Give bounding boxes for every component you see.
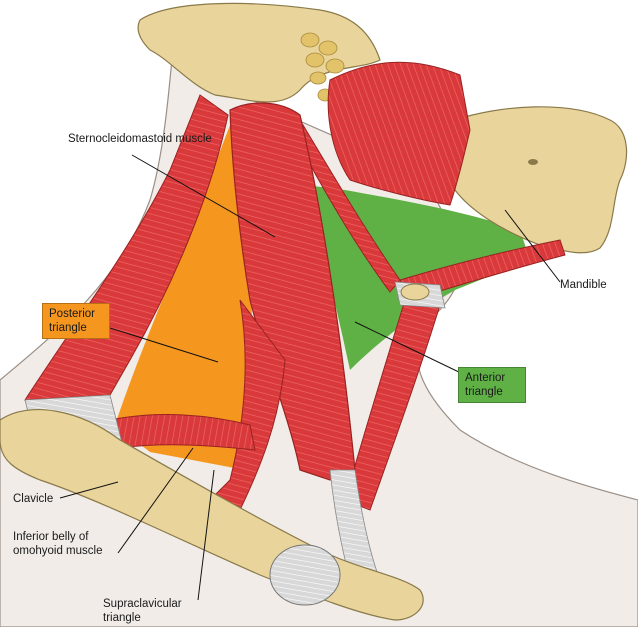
label-supraclavicular: Supraclavicular triangle xyxy=(103,598,182,624)
label-mandible: Mandible xyxy=(560,279,607,291)
stylohyoid-muscle xyxy=(291,119,401,293)
label-anterior-triangle: Anterior triangle xyxy=(458,367,526,403)
leader-clavicle xyxy=(59,481,119,499)
omohyoid-muscle xyxy=(109,414,256,451)
leader-scm xyxy=(131,154,276,238)
leader-omohyoid xyxy=(117,447,194,554)
leader-posterior xyxy=(106,326,219,363)
leader-mandible xyxy=(504,209,561,283)
label-sternocleidomastoid: Sternocleidomastoid muscle xyxy=(68,133,212,145)
leader-supraclavicular xyxy=(197,469,215,601)
mental-foramen xyxy=(528,159,538,165)
sternocleidomastoid-muscle xyxy=(229,102,356,481)
label-posterior-triangle: Posterior triangle xyxy=(42,303,110,339)
strap-muscles xyxy=(344,299,441,511)
label-clavicle: Clavicle xyxy=(13,493,54,505)
sternal-joint xyxy=(269,544,341,606)
mandible-bone xyxy=(454,106,628,254)
label-omohyoid: Inferior belly of omohyoid muscle xyxy=(13,531,103,557)
posterior-triangle-fill xyxy=(115,120,252,470)
leader-anterior xyxy=(354,321,464,375)
digastric-muscle xyxy=(399,239,566,301)
hyoid-bone xyxy=(400,283,430,301)
upper-muscle-mass xyxy=(327,61,471,206)
leader-lines xyxy=(59,154,561,601)
